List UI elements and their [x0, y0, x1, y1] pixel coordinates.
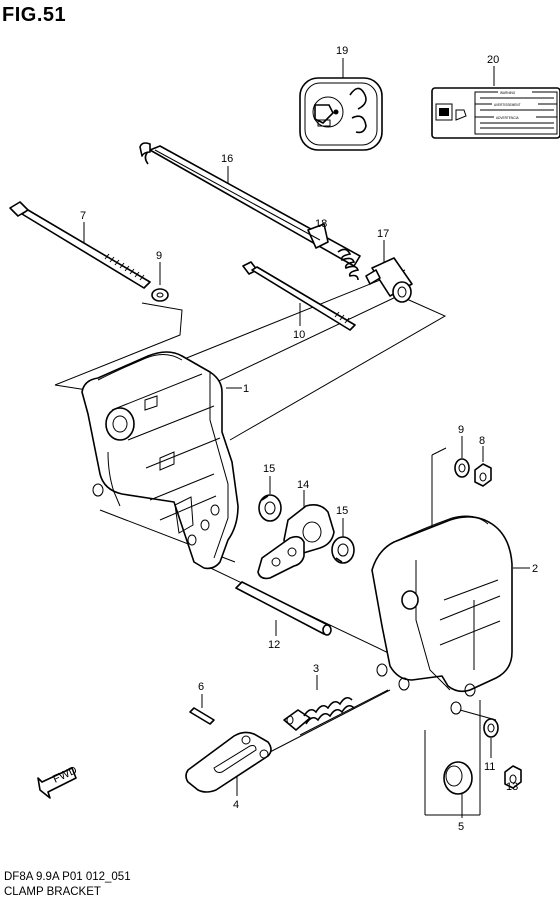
callout-12: 12 — [268, 639, 280, 651]
part-6-pin — [189, 707, 215, 725]
label-line-advertencia: ADVERTENCIA — [496, 116, 519, 120]
callout-2: 2 — [532, 563, 538, 575]
part-13-nut — [504, 765, 522, 789]
callout-19: 19 — [336, 45, 348, 57]
part-2-clamp-bracket-right — [371, 515, 513, 715]
part-14-stopper-plate — [257, 504, 335, 580]
part-4-adjuster-plate — [185, 731, 272, 793]
callout-15-left: 15 — [263, 463, 275, 475]
part-10-bolt — [242, 261, 356, 331]
part-12-shaft — [235, 581, 332, 636]
part-5-cap — [443, 761, 473, 795]
callout-20: 20 — [487, 54, 499, 66]
callout-3: 3 — [313, 663, 319, 675]
part-20-warning-label: WARNING AVERTISSEMENT ADVERTENCIA — [431, 87, 560, 139]
part-19-manual-tilt-decal — [299, 77, 383, 151]
callout-numbers: 19 20 16 7 9 18 17 10 1 9 8 15 14 15 2 1… — [80, 45, 538, 833]
part-18-spring — [337, 248, 360, 281]
callout-15-right: 15 — [336, 505, 348, 517]
label-line-warning: WARNING — [500, 91, 516, 95]
leader-lines — [54, 58, 530, 818]
part-7-through-bolt — [9, 201, 151, 289]
fwd-direction-arrow: FWD — [37, 764, 79, 799]
callout-6: 6 — [198, 681, 204, 693]
part-16-tilt-lock-rod — [139, 142, 361, 267]
callout-9-upper: 9 — [156, 250, 162, 262]
part-9-washer-upper — [151, 288, 169, 302]
callout-9-right: 9 — [458, 424, 464, 436]
callout-17: 17 — [377, 228, 389, 240]
part-17-sleeve — [365, 257, 413, 303]
callout-8: 8 — [479, 435, 485, 447]
part-11-washer — [483, 718, 499, 738]
callout-4: 4 — [233, 799, 239, 811]
callout-5: 5 — [458, 821, 464, 833]
callout-18: 18 — [315, 218, 327, 230]
part-15-bushing-right — [331, 536, 355, 564]
part-3-tilt-rod — [283, 696, 355, 731]
callout-13: 13 — [506, 781, 518, 793]
figure-title: FIG.51 — [2, 4, 67, 26]
callout-1: 1 — [243, 383, 249, 395]
callout-10: 10 — [293, 329, 305, 341]
callout-7: 7 — [80, 210, 86, 222]
figure-name: CLAMP BRACKET — [4, 886, 101, 898]
part-15-bushing-left — [258, 494, 282, 522]
figure-code: DF8A 9.9A P01 012_051 — [4, 871, 131, 883]
part-8-nut — [474, 463, 492, 487]
part-9-washer-right — [454, 458, 470, 478]
callout-14: 14 — [297, 479, 309, 491]
callout-11: 11 — [484, 761, 495, 773]
part-1-clamp-bracket-left — [81, 351, 239, 570]
label-line-avertissement: AVERTISSEMENT — [494, 103, 521, 107]
callout-16: 16 — [221, 153, 233, 165]
